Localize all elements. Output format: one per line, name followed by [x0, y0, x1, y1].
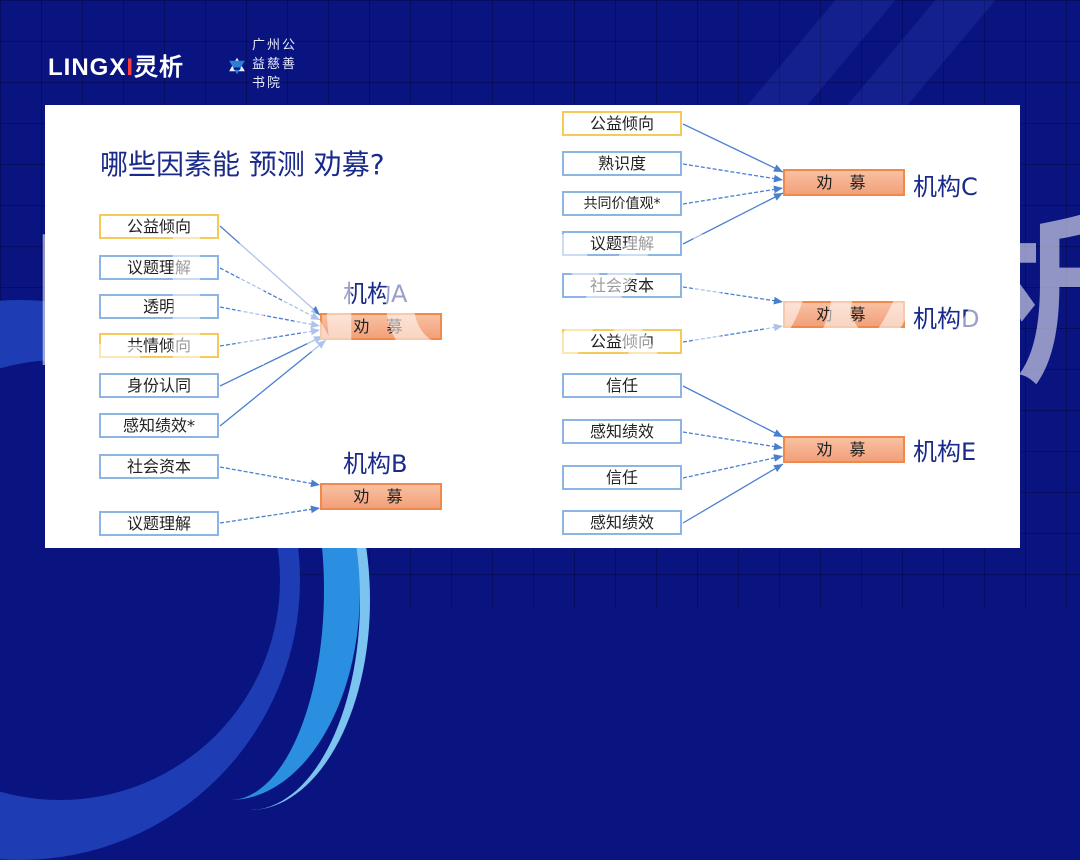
- factor-box: 信任: [562, 465, 682, 490]
- org-label-c: 机构C: [913, 173, 978, 201]
- partner-logo: 广州公益慈善书院: [228, 34, 297, 97]
- target-box-a: 劝 募: [320, 313, 442, 340]
- factor-box: 感知绩效*: [99, 413, 219, 438]
- background-arc-highlight: [130, 390, 370, 810]
- factor-box: 共同价值观*: [562, 191, 682, 216]
- target-box-d: 劝 募: [783, 301, 905, 328]
- factor-box: 身份认同: [99, 373, 219, 398]
- partner-subtitle: [252, 91, 297, 97]
- factor-box: 共情倾向: [99, 333, 219, 358]
- factor-box: 信任: [562, 373, 682, 398]
- factor-box: 议题理解: [99, 255, 219, 280]
- target-box-c: 劝 募: [783, 169, 905, 196]
- slide-title: 哪些因素能 预测 劝募?: [100, 148, 385, 181]
- factor-box: 感知绩效: [562, 510, 682, 535]
- partner-name: 广州公益慈善书院: [252, 38, 298, 91]
- factor-box: 公益倾向: [562, 329, 682, 354]
- org-label-b: 机构B: [343, 450, 408, 478]
- target-box-b: 劝 募: [320, 483, 442, 510]
- lingxi-logo: LINGXI灵析: [48, 53, 185, 81]
- org-label-d: 机构D: [913, 305, 980, 333]
- factor-box: 公益倾向: [562, 111, 682, 136]
- org-label-a: 机构A: [343, 280, 408, 308]
- factor-box: 公益倾向: [99, 214, 219, 239]
- factor-box: 感知绩效: [562, 419, 682, 444]
- factor-box: 社会资本: [99, 454, 219, 479]
- factor-box: 透明: [99, 294, 219, 319]
- org-label-e: 机构E: [913, 438, 977, 466]
- header: LINGXI灵析 广州公益慈善书院: [48, 38, 295, 91]
- factor-box: 议题理解: [562, 231, 682, 256]
- factor-box: 熟识度: [562, 151, 682, 176]
- factor-box: 议题理解: [99, 511, 219, 536]
- target-box-e: 劝 募: [783, 436, 905, 463]
- factor-box: 社会资本: [562, 273, 682, 298]
- star-of-david-icon: [229, 57, 245, 74]
